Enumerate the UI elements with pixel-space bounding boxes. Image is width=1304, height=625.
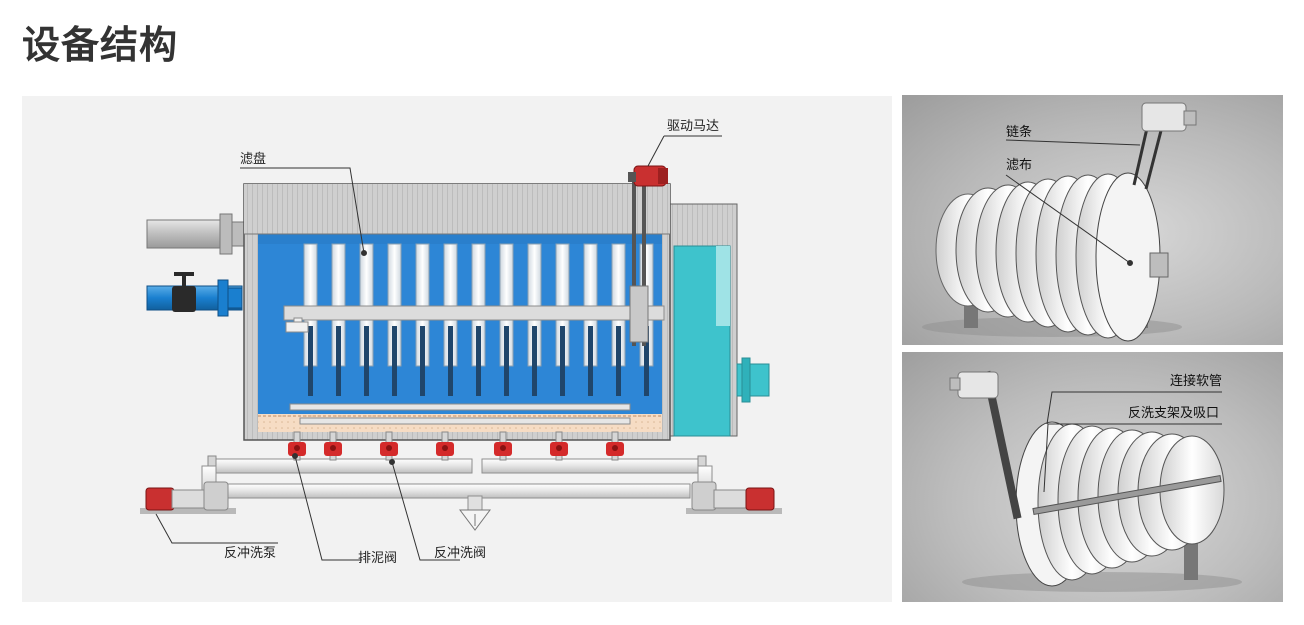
filter-disc	[443, 243, 458, 396]
valve-icon	[606, 431, 624, 461]
label-chain: 链条	[1006, 124, 1032, 140]
filter-disc	[611, 243, 626, 396]
label-filter-cloth: 滤布	[1006, 158, 1032, 173]
filter-disc	[555, 243, 570, 396]
backwash-bracket	[982, 370, 1222, 520]
structure-diagram-panel: 滤盘 驱动马达 反冲洗泵 排泥阀 反冲洗阀	[22, 96, 892, 602]
filter-disc	[303, 243, 318, 396]
filter-disc	[527, 243, 542, 396]
filter-disc	[499, 243, 514, 396]
sludge-manifold	[201, 455, 713, 531]
product-photo-bottom: 连接软管 反洗支架及吸口	[902, 352, 1283, 602]
label-filter-disc: 滤盘	[240, 151, 266, 167]
filter-disc	[359, 243, 374, 396]
label-drive-motor: 驱动马达	[667, 119, 719, 134]
label-connecting-hose: 连接软管	[1170, 373, 1222, 389]
backwash-header	[289, 403, 631, 425]
drive-motor-icon	[1141, 102, 1197, 132]
drum-photo-bottom: 连接软管 反洗支架及吸口	[949, 370, 1242, 592]
valve-icon	[494, 431, 512, 461]
valve-icon	[288, 431, 306, 461]
filter-drum	[935, 172, 1161, 342]
valve-icon	[436, 431, 454, 461]
valve-icon	[380, 431, 398, 461]
drive-motor-icon	[949, 371, 999, 399]
structure-diagram: 滤盘 驱动马达 反冲洗泵 排泥阀 反冲洗阀	[140, 119, 782, 566]
filter-disc	[415, 243, 430, 396]
leader-lines	[155, 135, 722, 561]
valve-icon	[324, 431, 342, 461]
page-title: 设备结构	[22, 23, 179, 67]
outlet-pipe	[736, 357, 770, 403]
drive-chain	[629, 176, 649, 346]
valve-icon	[550, 431, 568, 461]
inlet-pipe	[146, 213, 247, 255]
backwash-pump-right	[686, 481, 782, 514]
drum-photo-top: 链条 滤布	[922, 102, 1197, 342]
leader-lines	[1005, 139, 1141, 266]
outlet-chamber	[666, 203, 738, 437]
filter-disc	[471, 243, 486, 396]
filter-disc	[331, 243, 346, 396]
leader-lines	[1043, 391, 1222, 493]
backwash-pump-left	[140, 481, 236, 514]
label-backwash-valve: 反冲洗阀	[434, 546, 486, 561]
inlet-valve-icon	[172, 272, 196, 312]
label-backwash-bracket: 反洗支架及吸口	[1128, 406, 1219, 421]
label-backwash-pump: 反冲洗泵	[224, 546, 276, 561]
filter-disc	[387, 243, 402, 396]
drive-motor-icon	[628, 165, 668, 187]
filter-discs	[303, 243, 654, 396]
label-sludge-valve: 排泥阀	[358, 551, 397, 566]
valves	[288, 431, 624, 461]
center-shaft	[283, 305, 665, 333]
filter-disc	[583, 243, 598, 396]
product-photo-top: 链条 滤布	[902, 95, 1283, 345]
